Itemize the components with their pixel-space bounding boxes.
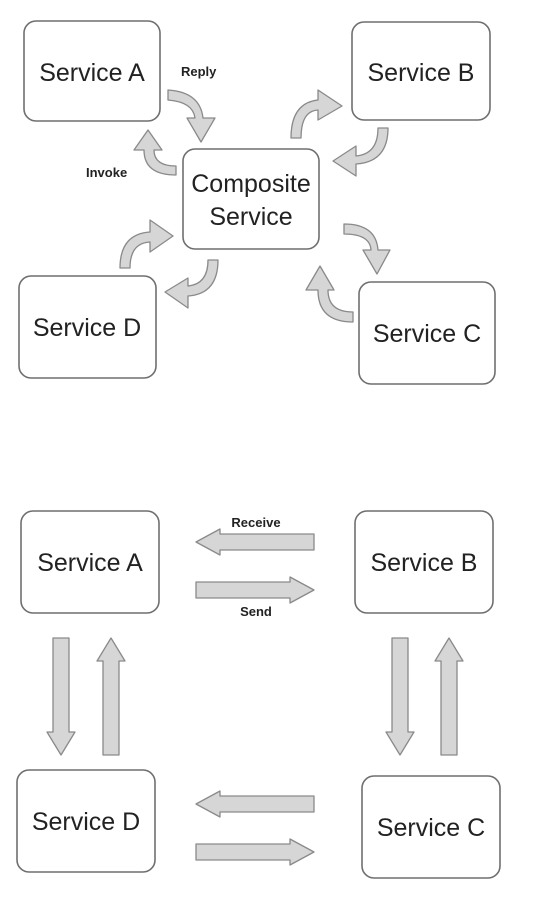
arrow-b-to-c bbox=[385, 637, 415, 756]
node-service-d-top: Service D bbox=[18, 275, 157, 379]
node-label: Service C bbox=[373, 320, 481, 348]
node-label: Service C bbox=[377, 814, 485, 842]
node-label: Service A bbox=[37, 549, 143, 577]
orchestration-diagram: Service A Service B Composite Service Se… bbox=[18, 20, 496, 385]
arrow-a-to-d bbox=[46, 637, 76, 756]
node-service-a-bottom: Service A bbox=[20, 510, 160, 614]
arrow-c-to-b bbox=[434, 637, 464, 756]
arrow-b-to-a bbox=[195, 528, 315, 556]
edge-label-invoke: Invoke bbox=[86, 165, 127, 180]
node-service-c-top: Service C bbox=[358, 281, 496, 385]
node-label-line1: Composite bbox=[191, 170, 311, 198]
node-service-c-bottom: Service C bbox=[361, 775, 501, 879]
node-label: Service B bbox=[368, 59, 475, 87]
curved-arrow-a-to-composite bbox=[167, 89, 216, 143]
arrow-a-to-b bbox=[195, 576, 315, 604]
node-label-line2: Service bbox=[209, 203, 292, 231]
curved-arrow-d-to-composite bbox=[119, 219, 174, 269]
edge-label-send: Send bbox=[240, 604, 272, 619]
curved-arrow-composite-to-d bbox=[164, 259, 219, 309]
curved-arrow-composite-to-b bbox=[290, 89, 343, 139]
node-service-b-top: Service B bbox=[351, 21, 491, 121]
curved-arrow-composite-to-c bbox=[343, 223, 391, 275]
node-label: Service D bbox=[32, 808, 140, 836]
node-label: Service D bbox=[33, 314, 141, 342]
edge-label-reply: Reply bbox=[181, 64, 217, 79]
node-composite-service: Composite Service bbox=[182, 148, 320, 250]
arrow-c-to-d bbox=[195, 790, 315, 818]
node-label: Service A bbox=[39, 59, 145, 87]
edge-label-receive: Receive bbox=[231, 515, 280, 530]
arrow-d-to-c bbox=[195, 838, 315, 866]
curved-arrow-composite-to-a bbox=[133, 129, 177, 176]
curved-arrow-b-to-composite bbox=[332, 127, 389, 177]
node-service-d-bottom: Service D bbox=[16, 769, 156, 873]
arrow-d-to-a bbox=[96, 637, 126, 756]
node-service-a-top: Service A bbox=[23, 20, 161, 122]
node-service-b-bottom: Service B bbox=[354, 510, 494, 614]
node-label: Service B bbox=[371, 549, 478, 577]
point-to-point-diagram: Service A Service B Service D Service C … bbox=[16, 510, 501, 879]
curved-arrow-c-to-composite bbox=[305, 265, 354, 323]
